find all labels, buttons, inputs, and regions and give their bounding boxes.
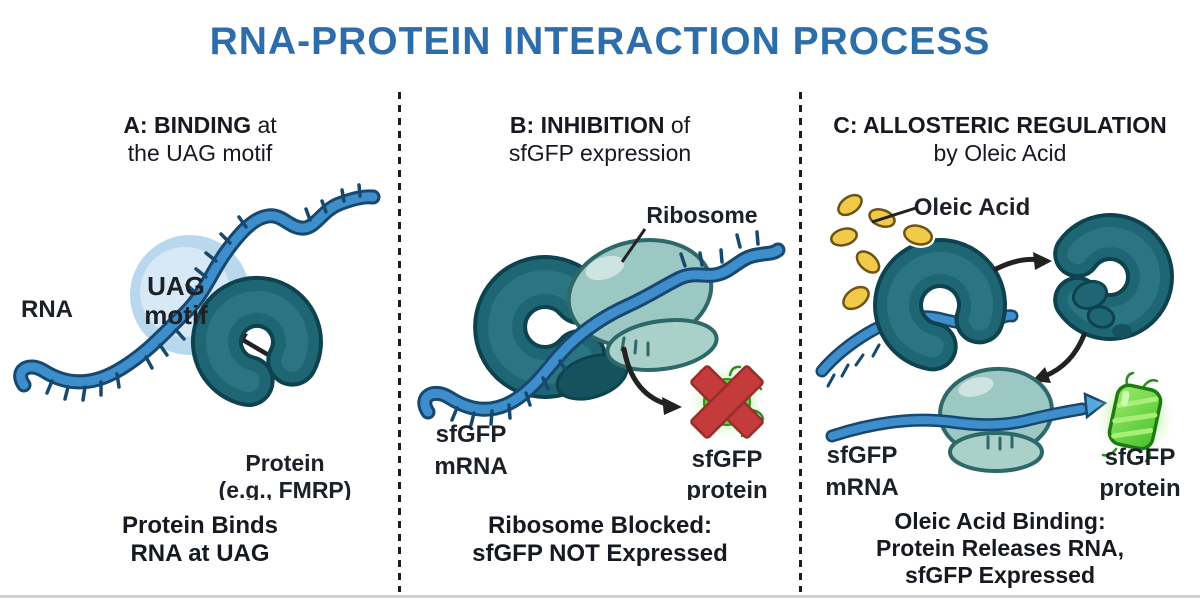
panel-b-illustration: Ribosome sfGFP mRNA [417,202,786,500]
panel-a-heading-line2: the UAG motif [127,140,273,166]
panel-a-caption-line2: RNA at UAG [130,540,270,567]
mrna-label-line2: mRNA [434,453,507,480]
protein-closed-icon [1053,213,1174,341]
mrna-label-line1: sfGFP [436,421,507,448]
panel-divider-2 [799,92,802,592]
protein-fmrp-icon [190,275,323,407]
release-arrow-icon [1032,332,1087,383]
gfp-label-line1: sfGFP [1105,444,1176,471]
panel-c-heading-bold: C: ALLOSTERIC REGULATION [833,112,1167,138]
diagram-title: RNA-PROTEIN INTERACTION PROCESS [209,20,991,63]
rna-tick-marks [45,183,362,402]
panel-a-illustration: RNA UAG motif Protein (e.g., FMRP) [13,183,381,500]
panel-c-caption-line1: Oleic Acid Binding: [894,508,1106,534]
panel-c-heading-line2: by Oleic Acid [933,140,1067,166]
red-x-icon [690,365,764,439]
panel-a-caption: Protein Binds RNA at UAG [0,512,400,568]
panel-b-heading-rest: of [664,112,691,138]
gfp-label-line2: protein [1099,475,1180,500]
ribosome-label: Ribosome [646,202,757,228]
panel-b-inhibition: B: INHIBITION of sfGFP expression [400,95,800,600]
panel-b-heading-bold: B: INHIBITION [509,112,665,138]
oleic-acid-molecules-icon [830,193,936,313]
bottom-edge-line [0,595,1200,598]
ribosome-teeth [986,434,1014,451]
panel-b-heading-line2: sfGFP expression [508,140,692,166]
conformation-arrow-icon [993,252,1052,272]
gfp-label-line2: protein [686,477,767,500]
panel-c-caption: Oleic Acid Binding: Protein Releases RNA… [800,508,1200,589]
panel-a-heading-rest: at [251,112,277,138]
blocked-arrow-icon [621,346,682,415]
panel-c-illustration: Oleic Acid [815,193,1181,500]
panel-c-heading: C: ALLOSTERIC REGULATION by Oleic Acid [800,111,1200,167]
panel-b-caption: Ribosome Blocked: sfGFP NOT Expressed [400,512,800,568]
gfp-protein-icon [1093,371,1177,463]
ribosome-pointer-line [620,228,647,263]
panel-b-heading: B: INHIBITION of sfGFP expression [400,111,800,167]
panel-b-caption-line1: Ribosome Blocked: [487,512,713,539]
panel-a-binding: A: BINDING at the UAG motif [0,95,400,600]
gfp-label-line1: sfGFP [692,446,763,473]
mrna-label-line1: sfGFP [827,442,898,469]
panel-c-caption-line3: sfGFP Expressed [904,562,1096,588]
protein-label-line2: (e.g., FMRP) [219,477,352,500]
uag-motif-label-line2: motif [144,300,208,330]
rna-label: RNA [21,296,73,323]
protein-open-icon [873,238,1007,372]
mrna-label-line2: mRNA [825,474,898,500]
oleic-acid-label: Oleic Acid [914,194,1030,221]
oleic-pointer-line [871,206,917,224]
panel-b-caption-line2: sfGFP NOT Expressed [472,540,728,567]
panel-a-caption-line1: Protein Binds [121,512,278,539]
panel-a-heading: A: BINDING at the UAG motif [0,111,400,167]
panel-c-caption-line2: Protein Releases RNA, [876,535,1124,561]
panel-c-allosteric: C: ALLOSTERIC REGULATION by Oleic Acid [800,95,1200,600]
ribosome-icon [938,366,1054,473]
mrna-tick-marks [450,230,760,427]
panel-a-heading-bold: A: BINDING [123,112,252,138]
rna-strand-icon [13,189,381,393]
mrna-arrow-icon [825,391,1108,443]
uag-motif-label-line1: UAG [147,271,205,301]
panel-divider-1 [398,92,401,592]
mrna-strand-icon [417,242,786,420]
protein-label-line1: Protein [245,450,324,476]
